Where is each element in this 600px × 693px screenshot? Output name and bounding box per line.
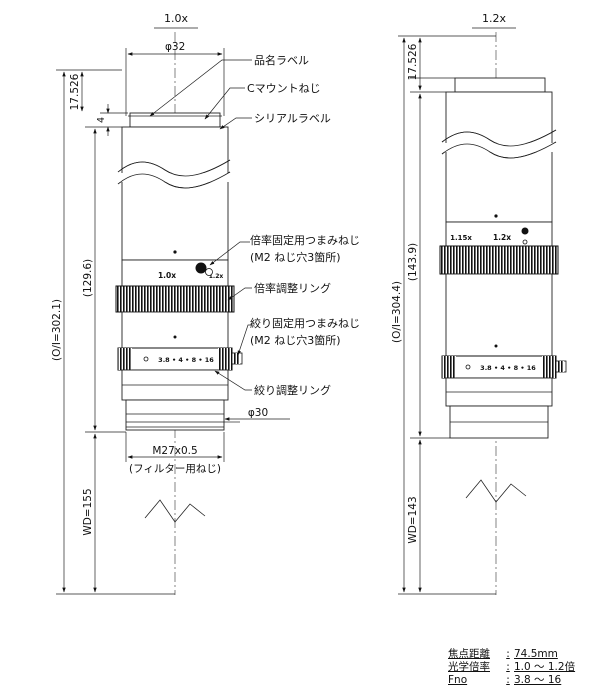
- callout-mag-lock-2: (M2 ねじ穴3箇所): [250, 250, 341, 264]
- left-dim-body: (129.6): [82, 259, 94, 297]
- callout-serial-label: シリアルラベル: [254, 112, 331, 125]
- left-top-diameter: φ32: [165, 41, 185, 53]
- left-dim-wd: WD=155: [82, 488, 94, 535]
- spec-row: 光学倍率 : 1.0 ～ 1.2倍: [448, 661, 576, 673]
- left-filter-thread: M27x0.5: [152, 445, 197, 457]
- left-filter-note: (フィルター用ねじ): [129, 463, 221, 475]
- callout-mag-lock-1: 倍率固定用つまみねじ: [250, 233, 360, 247]
- spec-value: 1.0 ～ 1.2倍: [514, 661, 576, 673]
- callout-iris-lock-1: 絞り固定用つまみねじ: [250, 316, 360, 330]
- spec-label: 焦点距離: [448, 648, 490, 660]
- spec-row: Fno : 3.8 ～ 16: [448, 674, 562, 686]
- right-dim-top: 17.526: [407, 43, 419, 80]
- spec-value: 74.5mm: [514, 648, 558, 660]
- callout-iris-ring: 絞り調整リング: [254, 383, 331, 397]
- right-dim-oi: (O/I=304.4): [391, 281, 403, 343]
- spec-label: Fno: [448, 674, 468, 686]
- left-dim-small: 4: [96, 117, 107, 123]
- right-dim-body: (143.9): [407, 243, 419, 281]
- spec-value: 3.8 ～ 16: [514, 674, 562, 686]
- callout-c-mount: Cマウントねじ: [247, 82, 321, 95]
- right-ring-mark-1: 1.15x: [450, 234, 472, 242]
- left-iris-scale: 3.8 • 4 • 8 • 16: [158, 356, 214, 364]
- callout-mag-ring: 倍率調整リング: [254, 281, 331, 295]
- left-mag-label: 1.0x: [164, 12, 188, 25]
- callout-product-label: 品名ラベル: [254, 53, 309, 67]
- left-ring-mark-2: 1.2x: [209, 273, 224, 280]
- left-dim-oi: (O/I=302.1): [51, 299, 63, 361]
- right-ring-mark-2: 1.2x: [493, 233, 511, 242]
- right-iris-scale: 3.8 • 4 • 8 • 16: [480, 364, 536, 372]
- left-mag-ring: [115, 285, 235, 313]
- callout-iris-lock-2: (M2 ねじ穴3箇所): [250, 333, 341, 347]
- right-view: 1.2x FF FFF 1.15x 1.2x 3.8 • 4 • 8 • 16: [391, 12, 567, 595]
- left-bottom-diameter: φ30: [248, 407, 268, 419]
- left-view: 1.0x φ32 FF FFF 1.0x 1.2x: [51, 12, 360, 595]
- right-dim-wd: WD=143: [407, 496, 419, 543]
- right-mag-ring: [439, 245, 559, 275]
- right-mag-label: 1.2x: [482, 12, 506, 25]
- left-dim-top: 17.526: [69, 73, 81, 110]
- spec-row: 焦点距離 : 74.5mm: [448, 648, 558, 660]
- spec-label: 光学倍率: [448, 661, 490, 673]
- spec-table: 焦点距離 : 74.5mm 光学倍率 : 1.0 ～ 1.2倍 Fno : 3.…: [448, 648, 575, 687]
- left-ring-mark-1: 1.0x: [158, 271, 176, 280]
